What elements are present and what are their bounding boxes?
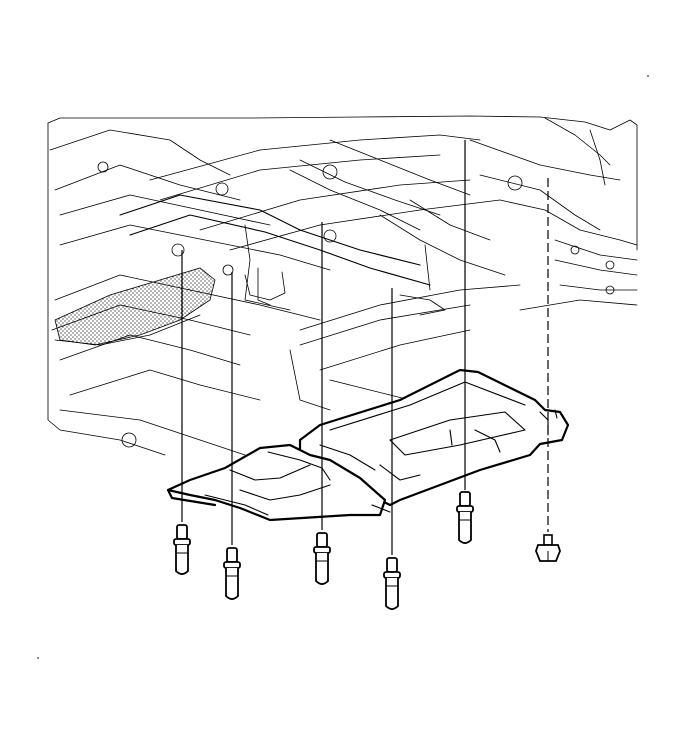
vehicle-underbody bbox=[47, 115, 638, 456]
stray-dot bbox=[647, 75, 649, 77]
leader-lines bbox=[181, 140, 549, 555]
push-pin-fastener-5 bbox=[456, 491, 474, 544]
push-pin-fastener-3 bbox=[313, 532, 331, 585]
push-pin-fastener-4 bbox=[383, 557, 401, 610]
stray-dot bbox=[37, 657, 39, 659]
skid-plate-left-panel bbox=[166, 443, 387, 522]
skid-plate-shield bbox=[166, 368, 570, 522]
push-pin-fastener-2 bbox=[223, 547, 241, 600]
stippled-heat-shield bbox=[54, 267, 216, 346]
push-pin-fastener-1 bbox=[173, 524, 191, 575]
hex-bolt-fastener bbox=[535, 534, 561, 562]
